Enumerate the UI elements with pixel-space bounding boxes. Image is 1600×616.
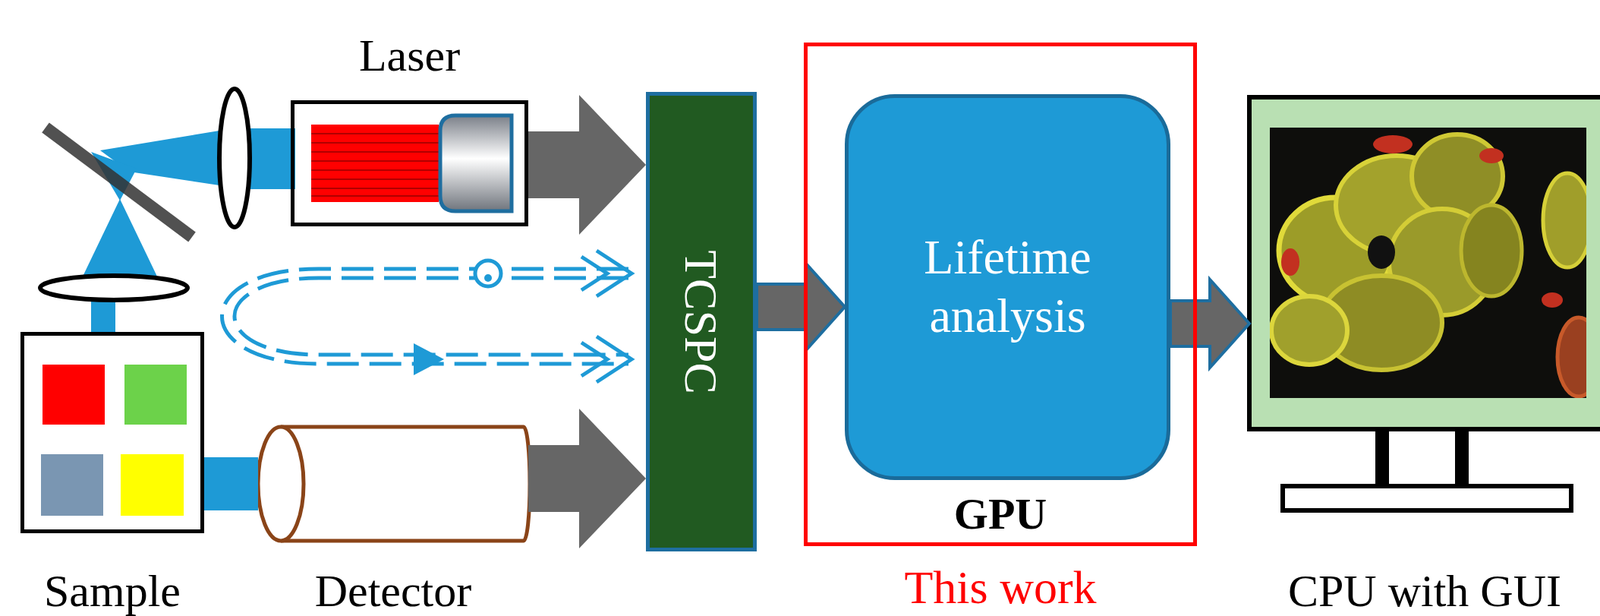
- sample-square: [42, 364, 105, 425]
- block-arrow: [1170, 279, 1250, 368]
- photon-marker: [484, 274, 492, 282]
- tcspc-box: TCSPC: [645, 91, 757, 552]
- monitor-neck: [1375, 431, 1469, 485]
- node-label: CPU with GUI: [1249, 567, 1600, 614]
- photon-arrowhead: [581, 250, 632, 382]
- node-caption: This work: [807, 563, 1194, 611]
- photon-marker: [413, 343, 445, 375]
- monitor-box: CPU with GUI: [1249, 97, 1600, 429]
- gpu-region: GPUThis workLifetime analysis: [803, 42, 1197, 546]
- block-arrow: [528, 94, 646, 235]
- detector-box: Detector: [258, 426, 529, 541]
- node-label: Sample: [24, 567, 201, 614]
- block-arrow: [756, 262, 845, 351]
- monitor-base: [1282, 485, 1572, 511]
- cell-image: [1271, 134, 1587, 397]
- light-beam: [81, 198, 158, 278]
- light-beam: [204, 456, 259, 511]
- process-box: Lifetime analysis: [844, 94, 1171, 480]
- light-beam: [91, 297, 116, 333]
- sample-square: [120, 453, 184, 516]
- light-beam: [249, 128, 296, 189]
- monitor-frame: [1249, 97, 1600, 429]
- mirror: [45, 127, 193, 237]
- detector-cylinder: [280, 426, 530, 541]
- laser-box: Laser: [290, 100, 529, 227]
- node-label: Detector: [258, 567, 529, 614]
- lens: [219, 88, 250, 227]
- sample-box: Sample: [20, 331, 205, 533]
- sample-square: [124, 364, 187, 425]
- laser-rod: [311, 124, 439, 202]
- laser-stripes: [311, 133, 439, 196]
- node-label: Lifetime analysis: [848, 228, 1167, 346]
- lens: [40, 275, 188, 300]
- monitor-neck: [1455, 431, 1469, 485]
- node-label: TCSPC: [677, 237, 725, 407]
- laser-head: [440, 115, 512, 212]
- node-label: GPU: [807, 491, 1194, 536]
- node-label: Laser: [294, 32, 525, 79]
- photon-marker: [475, 260, 501, 287]
- detector-cylinder: [258, 426, 304, 541]
- block-arrow: [528, 408, 646, 549]
- sample-square: [40, 453, 104, 516]
- monitor-screen: [1269, 127, 1587, 398]
- monitor-neck: [1375, 431, 1389, 485]
